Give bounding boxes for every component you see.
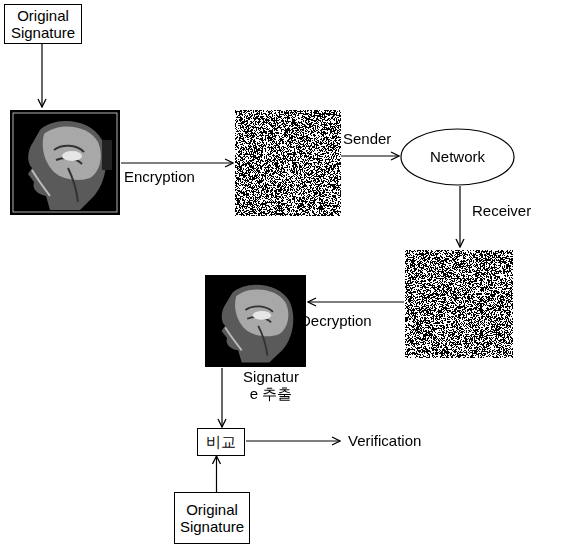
- arrow-line: [221, 368, 222, 427]
- arrow-line: [459, 186, 460, 247]
- compare-box: 비교: [197, 428, 245, 456]
- step-label: Decryption: [300, 312, 372, 329]
- arrow-line: [41, 43, 42, 107]
- mri-image: [10, 110, 120, 215]
- node-text: Network: [430, 148, 485, 165]
- network-ellipse: Network: [400, 128, 515, 186]
- signature-box: Original Signature: [4, 4, 82, 45]
- signature-box: Original Signature: [174, 492, 250, 544]
- encrypted-image: [405, 250, 513, 358]
- step-label: Receiver: [472, 202, 531, 219]
- mri-image: [205, 275, 306, 367]
- result-label: Verification: [348, 432, 421, 449]
- arrow-line: [121, 162, 233, 163]
- step-label: Signature 추출: [240, 368, 302, 403]
- node-text: Original Signature: [5, 7, 81, 42]
- step-label: Encryption: [124, 168, 195, 185]
- node-text: Original Signature: [175, 501, 249, 536]
- node-text: 비교: [206, 433, 236, 450]
- connector-arrow: [216, 456, 217, 492]
- encrypted-image: [235, 110, 341, 216]
- arrow-line: [246, 440, 340, 441]
- arrow-line: [308, 301, 404, 302]
- arrow-line: [341, 155, 399, 156]
- step-label: Sender: [343, 130, 391, 147]
